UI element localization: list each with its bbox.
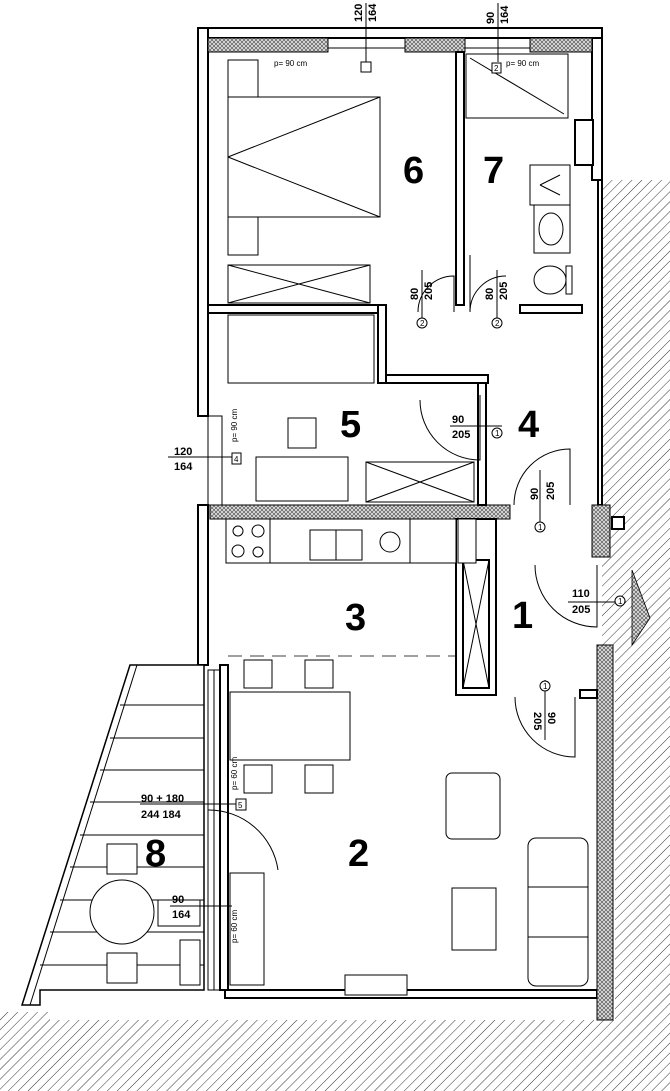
door-label-hall-width: 90 <box>452 414 464 426</box>
door-tag-entry: 1 <box>618 597 623 606</box>
living-furniture <box>229 772 589 996</box>
room-number-5: 5 <box>340 404 361 446</box>
door-label-bathroom: 80 205 2 <box>484 270 510 329</box>
door-label-bathroom-height: 205 <box>498 282 510 300</box>
window-label-balcony-2-height: 164 <box>172 909 191 921</box>
depth-label-room5: p= 90 cm <box>230 409 239 442</box>
depth-label-living: p= 60 cm <box>230 910 239 943</box>
door-label-hall-height: 205 <box>452 429 470 441</box>
window-label-room5-width: 120 <box>174 446 192 458</box>
room-number-2: 2 <box>348 833 369 875</box>
room-number-1: 1 <box>512 595 533 637</box>
window-label-top-2: 90 164 2 <box>485 3 511 74</box>
window-label-balcony-2-width: 90 <box>172 894 184 906</box>
depth-label-dining: p= 60 cm <box>230 757 239 790</box>
window-label-top-2-height: 164 <box>499 5 511 24</box>
window-label-top-2-width: 90 <box>485 12 497 24</box>
door-label-bedroom: 80 205 2 <box>409 270 435 329</box>
door-label-4-height: 205 <box>545 482 557 500</box>
window-tag-4: 4 <box>234 455 239 464</box>
door-label-kitchen: 90 205 1 <box>531 680 557 740</box>
door-label-4-width: 90 <box>529 488 541 500</box>
door-label-hall: 90 205 1 <box>450 414 503 441</box>
window-tag-2: 2 <box>494 64 499 73</box>
door-label-entry-height: 205 <box>572 604 590 616</box>
room-number-8: 8 <box>145 833 166 875</box>
depth-label-room7: p= 90 cm <box>506 59 539 68</box>
door-label-kitchen-width: 90 <box>545 712 557 724</box>
door-label-4: 90 205 1 <box>529 470 557 533</box>
bathroom-fixtures <box>465 53 573 295</box>
balcony <box>20 664 205 1006</box>
room-number-4: 4 <box>518 404 539 446</box>
room-number-6: 6 <box>403 150 424 192</box>
window-label-room5: 120 164 4 <box>168 446 242 473</box>
door-label-bathroom-width: 80 <box>484 288 496 300</box>
doors <box>207 255 598 871</box>
room-number-3: 3 <box>345 597 366 639</box>
door-label-entry: 110 205 1 <box>568 588 626 616</box>
door-label-kitchen-height: 205 <box>531 712 543 730</box>
kitchen-counter <box>225 518 477 657</box>
window-label-top-1-height: 164 <box>367 3 379 22</box>
door-label-bedroom-width: 80 <box>409 288 421 300</box>
window-label-room5-height: 164 <box>174 461 193 473</box>
door-tag-bedroom: 2 <box>420 319 425 328</box>
interior-walls <box>207 51 598 699</box>
door-tag-hall: 1 <box>495 429 500 438</box>
depth-label-room6: p= 90 cm <box>274 59 307 68</box>
window-label-balcony-height: 244 184 <box>141 809 182 821</box>
window-label-balcony: 90 + 180 244 184 5 <box>140 793 247 821</box>
window-label-top-1-width: 120 <box>353 4 365 22</box>
window-label-top-1: 120 164 <box>353 3 379 62</box>
window-label-balcony-2: 90 164 <box>170 894 232 921</box>
window-tag-5: 5 <box>238 801 243 810</box>
door-label-entry-width: 110 <box>572 588 590 600</box>
door-tag-bathroom: 2 <box>495 319 500 328</box>
room5-furniture <box>227 314 475 503</box>
windows <box>207 37 531 991</box>
door-label-bedroom-height: 205 <box>423 282 435 300</box>
window-label-balcony-width: 90 + 180 <box>141 793 184 805</box>
door-tag-kitchen: 1 <box>543 682 548 691</box>
room-number-7: 7 <box>483 150 504 192</box>
bedroom-furniture <box>227 59 381 304</box>
dining-set <box>229 659 351 794</box>
exterior-walls <box>197 27 625 1021</box>
door-tag-4: 1 <box>538 523 543 532</box>
